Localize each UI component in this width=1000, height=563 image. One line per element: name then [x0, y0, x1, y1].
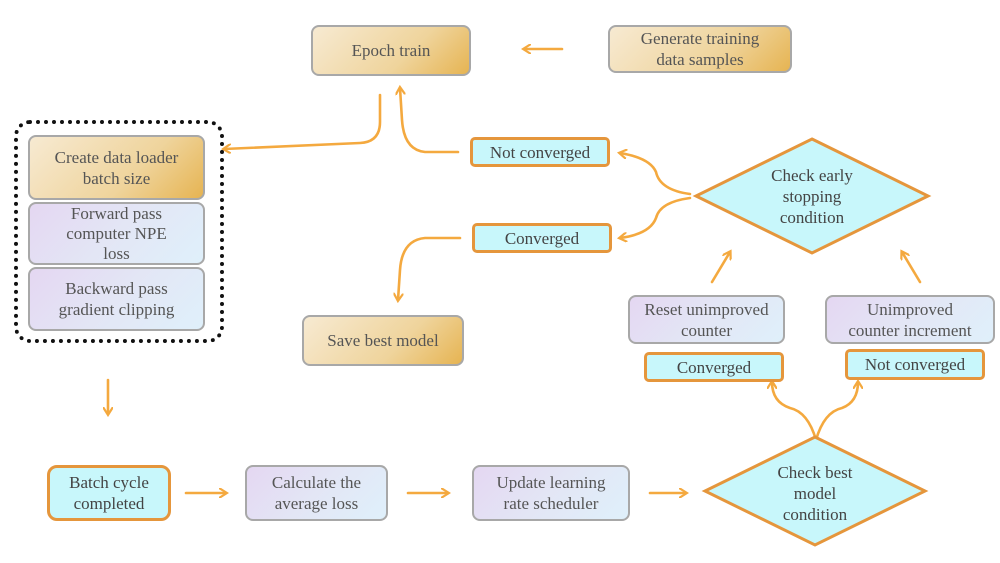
- arrow-epoch-to-loader: [224, 93, 382, 149]
- reset-counter-node: Reset unimproved counter: [628, 295, 785, 344]
- backward-pass-node: Backward pass gradient clipping: [28, 267, 205, 331]
- batch-cycle-node: Batch cycle completed: [47, 465, 171, 521]
- forward-pass-node: Forward pass computer NPE loss: [28, 202, 205, 265]
- check-best-model-diamond: [701, 435, 929, 547]
- check-early-stopping-diamond: [692, 137, 932, 255]
- arrow-check-to-notconverged: [620, 153, 692, 196]
- check-early-stopping-label: Check early stopping condition: [771, 165, 853, 227]
- save-best-model-node: Save best model: [302, 315, 464, 366]
- arrow-reset-to-checkearly: [710, 252, 730, 284]
- counter-increment-node: Unimproved counter increment: [825, 295, 995, 344]
- converged-bottom-node: Converged: [644, 352, 784, 382]
- update-scheduler-node: Update learning rate scheduler: [472, 465, 630, 521]
- epoch-train-node: Epoch train: [311, 25, 471, 76]
- converged-top-node: Converged: [472, 223, 612, 253]
- arrow-checkbest-to-converged: [772, 382, 818, 442]
- not-converged-top-node: Not converged: [470, 137, 610, 167]
- arrow-checkbest-to-notconverged: [814, 382, 858, 442]
- arrow-increment-to-checkearly: [902, 252, 922, 284]
- arrow-check-to-converged: [620, 196, 692, 238]
- create-loader-node: Create data loader batch size: [28, 135, 205, 200]
- check-best-model-label: Check best model condition: [777, 462, 853, 524]
- arrow-notconverged-to-epoch: [400, 88, 460, 154]
- training-step-group: [14, 120, 224, 343]
- not-converged-bottom-node: Not converged: [845, 349, 985, 380]
- arrow-converged-to-save: [398, 236, 462, 300]
- generate-data-node: Generate training data samples: [608, 25, 792, 73]
- average-loss-node: Calculate the average loss: [245, 465, 388, 521]
